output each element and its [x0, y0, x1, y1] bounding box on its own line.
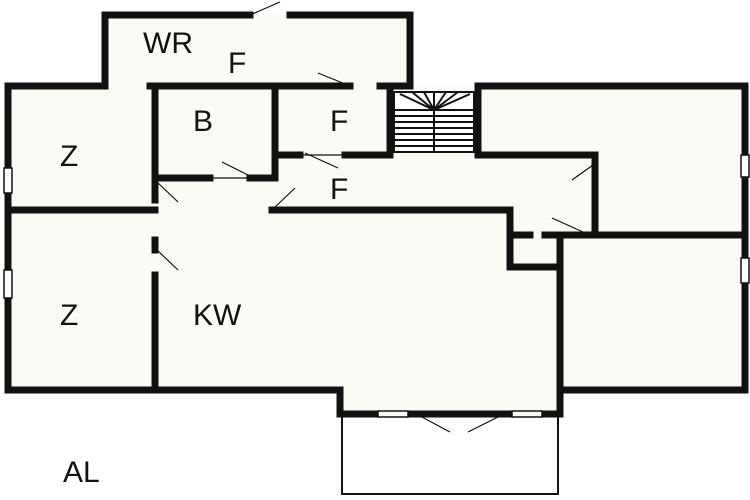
room-label-z-upper: Z — [60, 140, 78, 173]
room-label-f-hall: F — [330, 173, 348, 206]
floor-area — [8, 15, 745, 414]
balcony — [341, 413, 559, 495]
windows — [3, 154, 750, 418]
room-label-f-mid: F — [330, 105, 348, 138]
room-label-b: B — [193, 105, 213, 138]
room-label-wr: WR — [143, 27, 193, 60]
walls — [4, 11, 749, 418]
room-label-z-lower: Z — [60, 299, 78, 332]
room-label-al: AL — [63, 456, 100, 489]
room-label-f-top: F — [228, 47, 246, 80]
staircase — [393, 91, 475, 153]
door-swings — [156, 1, 594, 433]
room-label-kw: KW — [193, 299, 242, 332]
